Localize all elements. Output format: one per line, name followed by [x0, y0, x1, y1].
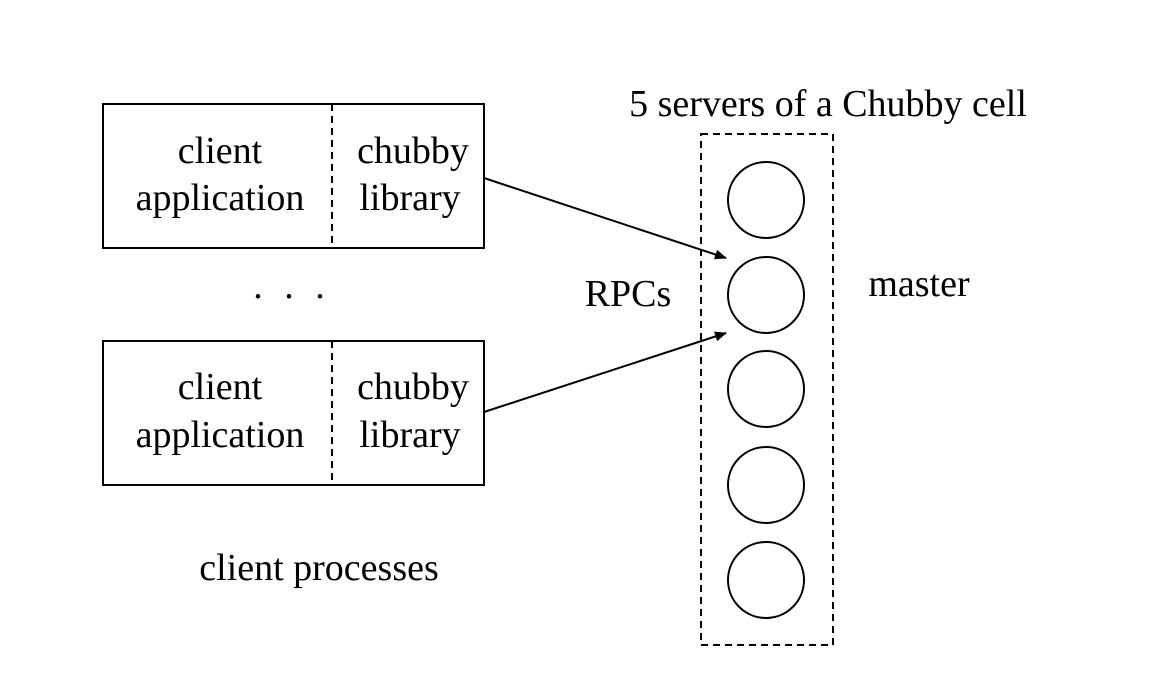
chubby-cell-box [700, 133, 834, 646]
chubby-cell-label: 5 servers of a Chubby cell [629, 83, 1027, 125]
server-circle [727, 446, 805, 524]
rpcs-label: RPCs [585, 273, 672, 315]
client-process-1: client application chubby library [102, 103, 485, 249]
client-process-box [102, 340, 485, 486]
client-app-label-line1: client [178, 366, 263, 408]
ellipsis: . . . [253, 265, 331, 307]
server-circle [727, 350, 805, 428]
client-app-label-line1: client [178, 130, 263, 172]
chubby-library-label-line2: library [359, 177, 460, 219]
rpc-arrow-1 [483, 177, 727, 260]
server-group [727, 161, 805, 619]
master-server-circle [727, 256, 805, 334]
client-process-2: client application chubby library [102, 340, 485, 486]
chubby-library-label-line2: library [359, 414, 460, 456]
chubby-library-label-line1: chubby [357, 130, 469, 172]
client-process-box [102, 103, 485, 249]
master-label: master [868, 263, 970, 305]
client-app-label-line2: application [136, 414, 305, 456]
server-circle [727, 541, 805, 619]
client-processes-label: client processes [199, 547, 439, 589]
rpc-arrow-2 [483, 331, 727, 413]
chubby-library-label-line1: chubby [357, 366, 469, 408]
client-app-label-line2: application [136, 177, 305, 219]
server-circle [727, 161, 805, 239]
